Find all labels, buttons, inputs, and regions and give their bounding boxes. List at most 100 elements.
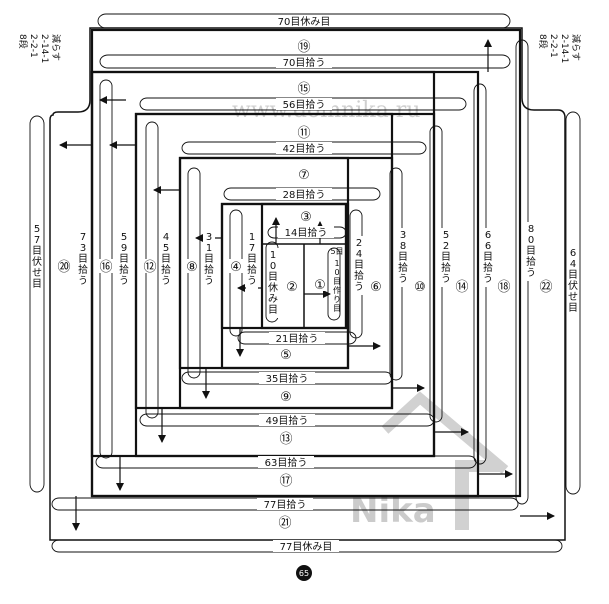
step-number-11: ⑪ — [297, 126, 310, 141]
step-number-17: ⑰ — [279, 474, 292, 489]
right-note-line-1: 2-2-1 — [548, 34, 558, 58]
svg-text:目: 目 — [568, 303, 578, 314]
svg-text:8: 8 — [528, 224, 534, 235]
watermark-logo: Nika — [350, 391, 509, 531]
stitch-label-h-5: 14目拾う — [285, 226, 328, 239]
svg-text:う: う — [161, 275, 171, 287]
svg-text:4: 4 — [570, 259, 576, 270]
svg-text:3: 3 — [80, 243, 86, 254]
svg-text:目: 目 — [268, 272, 278, 283]
stitch-label-v-7: 24目拾う24目拾う — [354, 238, 364, 293]
stitch-label-v-0: 57目伏せ目57目伏せ目 — [32, 224, 42, 290]
svg-text:目: 目 — [398, 252, 408, 263]
svg-text:う: う — [78, 275, 88, 287]
svg-text:6: 6 — [485, 230, 491, 241]
stitch-label-h-10: 77目拾う — [264, 498, 307, 511]
svg-text:拾: 拾 — [247, 263, 257, 276]
step-number-19: ⑲ — [297, 40, 310, 55]
svg-text:拾: 拾 — [161, 263, 171, 276]
svg-text:2: 2 — [356, 238, 362, 249]
step-number-18: ⑱ — [497, 280, 510, 295]
svg-text:1: 1 — [206, 243, 212, 254]
stitch-label-h-2: 56目拾う — [283, 98, 326, 111]
step-number-9: ⑨ — [280, 390, 292, 405]
center-cast-on-char: 1 — [334, 259, 339, 268]
svg-text:目: 目 — [568, 270, 578, 281]
svg-text:1: 1 — [270, 250, 276, 261]
stitch-label-h-6: 21目拾う — [276, 332, 319, 345]
svg-text:う: う — [119, 275, 129, 287]
svg-text:5: 5 — [443, 230, 449, 241]
svg-text:7: 7 — [80, 232, 86, 243]
svg-text:8: 8 — [400, 241, 406, 252]
svg-text:伏: 伏 — [32, 255, 42, 268]
step-number-1: ① — [314, 278, 326, 293]
stitch-label-h-9: 63目拾う — [265, 456, 308, 469]
step-number-22: ㉒ — [539, 280, 552, 295]
stitch-label-h-3: 42目拾う — [283, 142, 326, 155]
vertical-labels: 57目伏せ目57目伏せ目73目拾う73目拾う59目拾う59目拾う45目拾う45目… — [31, 222, 579, 318]
step-number-13: ⑬ — [279, 432, 292, 447]
step-number-6: ⑥ — [370, 280, 382, 295]
svg-text:拾: 拾 — [441, 261, 451, 274]
stitch-label-v-4: 31目拾う31目拾う — [204, 232, 214, 287]
svg-text:目: 目 — [441, 252, 451, 263]
svg-text:4: 4 — [163, 232, 169, 243]
center-cast-on-char: 目 — [333, 304, 341, 313]
svg-text:拾: 拾 — [483, 261, 493, 274]
svg-text:う: う — [441, 273, 451, 285]
stitch-label-h-0: 70目休み目 — [278, 16, 331, 28]
svg-text:目: 目 — [119, 254, 129, 265]
svg-text:う: う — [526, 267, 536, 279]
svg-text:目: 目 — [204, 254, 214, 265]
svg-text:目: 目 — [161, 254, 171, 265]
svg-text:7: 7 — [34, 235, 40, 246]
step-number-21: ㉑ — [278, 516, 291, 531]
svg-text:う: う — [247, 275, 257, 287]
center-cast-on-char: 0 — [334, 268, 339, 277]
svg-text:1: 1 — [249, 232, 255, 243]
stitch-label-v-1: 73目拾う73目拾う — [78, 232, 88, 287]
stitch-label-v-9: 52目拾う52目拾う — [441, 230, 451, 285]
right-note-line-0: 8段 — [537, 34, 549, 49]
svg-text:み: み — [268, 294, 278, 305]
stitch-label-v-3: 45目拾う45目拾う — [161, 232, 171, 287]
step-number-16: ⑯ — [99, 260, 112, 275]
stitch-label-h-8: 49目拾う — [266, 414, 309, 427]
svg-text:拾: 拾 — [204, 263, 214, 276]
svg-text:0: 0 — [270, 261, 276, 272]
stitch-label-v-8: 38目拾う38目拾う — [398, 230, 408, 285]
page-number: 65 — [299, 569, 309, 578]
left-note-line-1: 2-2-1 — [28, 34, 38, 58]
svg-text:拾: 拾 — [78, 263, 88, 276]
stitch-label-v-6: 10目休み目10目休み目 — [268, 250, 278, 316]
svg-text:6: 6 — [485, 241, 491, 252]
stitch-label-v-2: 59目拾う59目拾う — [119, 232, 129, 287]
left-note-line-0: 8段 — [17, 34, 29, 49]
svg-text:目: 目 — [483, 252, 493, 263]
step-number-4: ④ — [230, 260, 242, 275]
step-number-2: ② — [286, 280, 298, 295]
svg-text:せ: せ — [32, 267, 42, 279]
svg-text:拾: 拾 — [119, 263, 129, 276]
outer-outline — [49, 27, 566, 541]
stitch-label-v-11: 80目拾う80目拾う — [526, 224, 536, 279]
svg-text:う: う — [204, 275, 214, 287]
svg-text:3: 3 — [206, 232, 212, 243]
stitch-label-v-5: 17目拾う17目拾う — [247, 232, 257, 287]
svg-text:目: 目 — [247, 254, 257, 265]
center-count: 5目 — [330, 247, 343, 256]
step-number-3: ③ — [300, 210, 312, 225]
horizontal-labels: 70目休み目70目拾う56目拾う42目拾う28目拾う14目拾う21目拾う35目拾… — [257, 15, 339, 553]
svg-text:0: 0 — [528, 235, 534, 246]
svg-text:せ: せ — [568, 291, 578, 303]
step-number-8: ⑧ — [186, 260, 198, 275]
svg-text:拾: 拾 — [526, 255, 536, 268]
stitch-label-h-11: 77目休み目 — [280, 541, 333, 553]
svg-text:7: 7 — [249, 243, 255, 254]
svg-text:6: 6 — [570, 248, 576, 259]
stitch-label-h-1: 70目拾う — [283, 56, 326, 69]
